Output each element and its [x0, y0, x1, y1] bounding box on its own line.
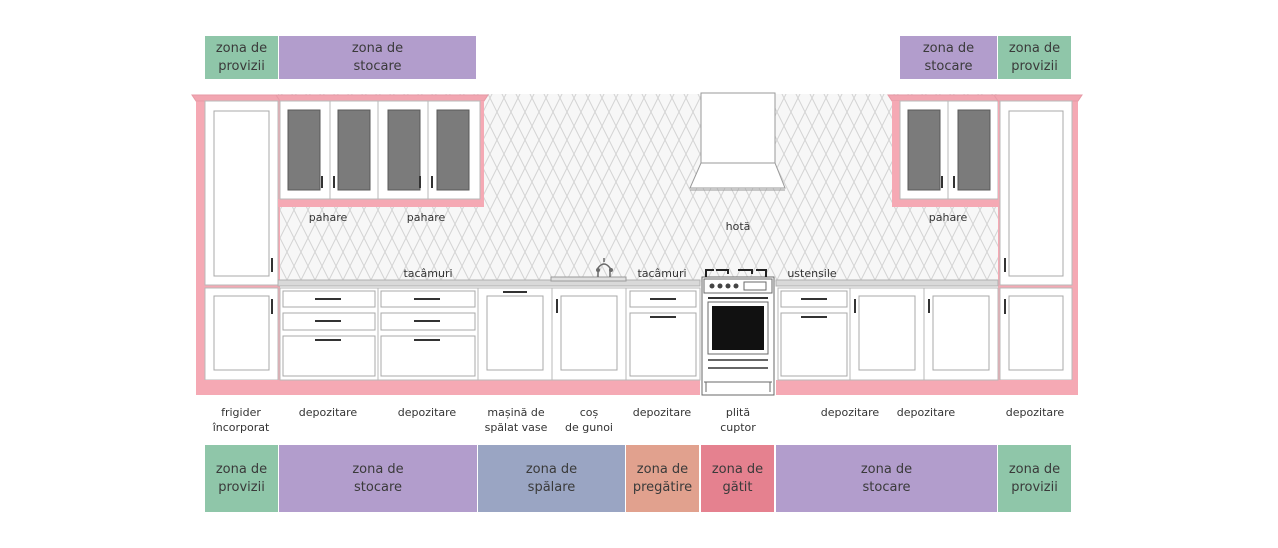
- countertop-left: [277, 279, 701, 287]
- label-frigider: frigider încorporat: [212, 406, 270, 434]
- storage-cabinet-a: [849, 287, 925, 381]
- bottom-zone-stocare-right: zona de stocare: [776, 445, 997, 512]
- bottom-zone-provizii-left: zona de provizii: [205, 445, 278, 512]
- label-depozitare-6: depozitare: [1005, 406, 1065, 419]
- utensil-cabinet: [777, 287, 851, 381]
- label-pahare-1: pahare: [308, 211, 348, 224]
- plinth-right: [776, 380, 1078, 395]
- label-depozitare-1: depozitare: [298, 406, 358, 419]
- label-pahare-3: pahare: [928, 211, 968, 224]
- countertop-right: [775, 279, 999, 287]
- plinth-left: [196, 380, 700, 395]
- bottom-zone-stocare-left: zona de stocare: [279, 445, 477, 512]
- bottom-zone-provizii-right: zona de provizii: [998, 445, 1071, 512]
- top-zone-provizii-right: zona de provizii: [998, 36, 1071, 79]
- label-depozitare-3: depozitare: [632, 406, 692, 419]
- storage-cabinet-b: [923, 287, 999, 381]
- right-pantry-unit: [993, 94, 1083, 395]
- stove-oven: [701, 269, 775, 396]
- label-tacamuri-2: tacâmuri: [637, 267, 687, 280]
- top-zone-stocare-right: zona de stocare: [900, 36, 997, 79]
- label-hota: hotă: [725, 220, 751, 233]
- range-hood: [689, 92, 786, 191]
- label-masina-spalat: mașină de spălat vase: [484, 406, 548, 434]
- drawer-stack-2: [377, 287, 479, 381]
- drawer-stack-1: [279, 287, 379, 381]
- label-plita-cuptor: plită cuptor: [720, 406, 756, 434]
- trash-cabinet: [551, 287, 627, 381]
- bottom-zone-spalare: zona de spălare: [478, 445, 625, 512]
- label-ustensile: ustensile: [787, 267, 837, 280]
- label-pahare-2: pahare: [406, 211, 446, 224]
- label-depozitare-5: depozitare: [896, 406, 956, 419]
- top-zone-provizii-left: zona de provizii: [205, 36, 278, 79]
- left-pantry-unit: [191, 94, 285, 395]
- dishwasher: [477, 287, 553, 381]
- label-depozitare-2: depozitare: [397, 406, 457, 419]
- upper-glass-cabinets-right: [887, 94, 1003, 207]
- top-zone-stocare-left: zona de stocare: [279, 36, 476, 79]
- label-tacamuri-1: tacâmuri: [403, 267, 453, 280]
- prep-cabinet: [625, 287, 701, 381]
- bottom-zone-pregatire: zona de pregătire: [626, 445, 699, 512]
- sink-faucet: [550, 258, 627, 282]
- bottom-zone-gatit: zona de gătit: [701, 445, 774, 512]
- upper-glass-cabinets-left: [275, 94, 489, 207]
- label-cos-gunoi: coș de gunoi: [565, 406, 613, 434]
- label-depozitare-4: depozitare: [820, 406, 880, 419]
